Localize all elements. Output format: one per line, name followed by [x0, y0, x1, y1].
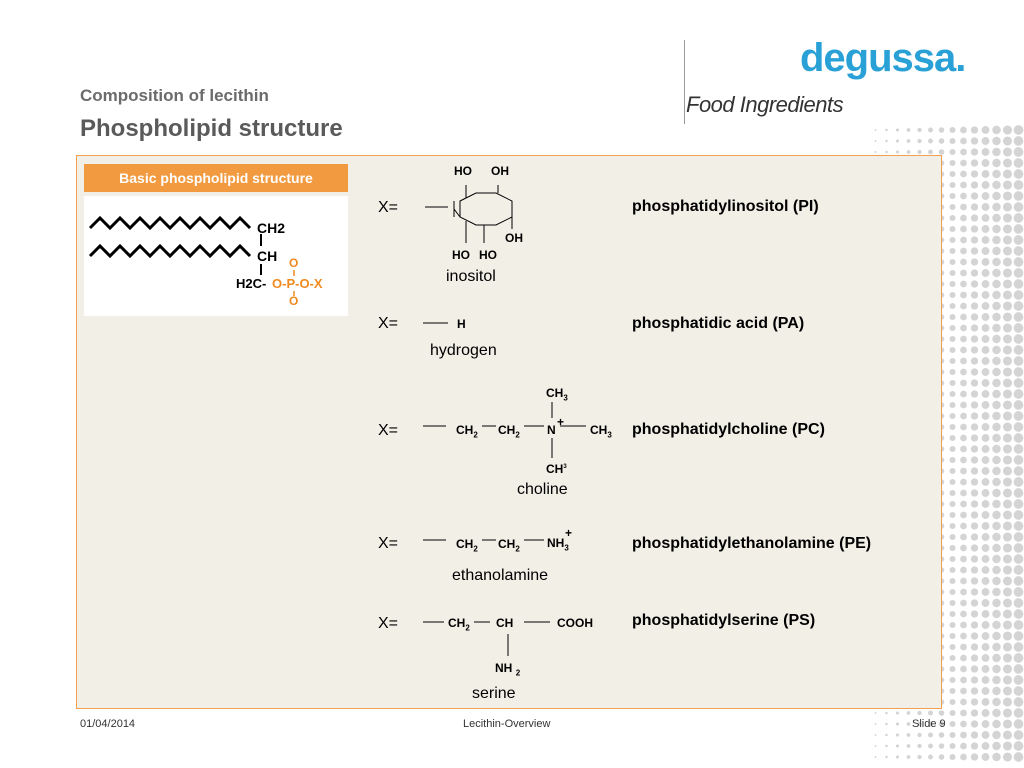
basic-opox: O-P-O-X	[272, 276, 323, 291]
phospholipid-pe: phosphatidylethanolamine (PE)	[632, 535, 872, 552]
substituent-ethanolamine: ethanolamine	[452, 567, 549, 584]
phospholipid-pc: phosphatidylcholine (PC)	[632, 421, 825, 438]
substituent-serine: serine	[472, 685, 516, 702]
inositol-structure	[425, 185, 513, 243]
choline-ch3-top: CH3	[546, 386, 568, 403]
x-label-pa: X=	[378, 315, 399, 332]
basic-ch2: CH2	[257, 220, 286, 236]
basic-h2c: H2C-	[236, 276, 267, 291]
choline-ch2-b: CH2	[498, 423, 520, 440]
phospholipid-pi: phosphatidylinositol (PI)	[632, 198, 819, 215]
inositol-ho-bottom-right: HO	[479, 248, 497, 262]
hydrogen-bond	[423, 322, 448, 324]
serine-bonds	[423, 621, 550, 656]
choline-ch2-a: CH2	[456, 423, 478, 440]
footer-slide-number: Slide 9	[912, 718, 946, 730]
ethanolamine-nh3: NH3	[547, 536, 569, 553]
serine-ch: CH	[496, 616, 514, 630]
choline-plus: +	[557, 415, 565, 429]
basic-structure-label: Basic phospholipid structure	[84, 164, 348, 192]
basic-ch: CH	[257, 248, 278, 264]
substituent-inositol: inositol	[446, 268, 496, 285]
substituent-choline: choline	[517, 481, 568, 498]
logo-area	[684, 40, 947, 124]
x-label-pi: X=	[378, 199, 399, 216]
slide-subtitle: Composition of lecithin	[80, 86, 269, 105]
serine-nh2: NH 2	[495, 661, 521, 678]
serine-cooh: COOH	[557, 616, 593, 630]
footer-date: 01/04/2014	[80, 718, 136, 730]
ethanolamine-plus: +	[565, 526, 573, 540]
basic-o-bottom: O	[289, 294, 299, 308]
choline-n: N	[547, 423, 556, 437]
inositol-ho-bottom-left: HO	[452, 248, 470, 262]
inositol-oh-right: OH	[505, 231, 523, 245]
choline-bonds	[423, 402, 586, 458]
fatty-acid-chain-2	[88, 243, 252, 259]
basic-structure-diagram	[88, 215, 295, 296]
fatty-acid-chain-1	[88, 215, 252, 231]
phospholipid-pa: phosphatidic acid (PA)	[632, 315, 805, 332]
ethanolamine-ch2-b: CH2	[498, 537, 520, 554]
footer-title: Lecithin-Overview	[463, 718, 551, 730]
logo-division: Food Ingredients	[686, 92, 844, 117]
serine-ch2: CH2	[448, 616, 470, 633]
x-label-ps: X=	[378, 615, 399, 632]
hydrogen-h: H	[457, 317, 466, 331]
substituent-hydrogen: hydrogen	[430, 342, 497, 359]
x-label-pe: X=	[378, 535, 399, 552]
choline-ch3-right: CH3	[590, 423, 612, 440]
x-label-pc: X=	[378, 422, 399, 439]
phospholipid-ps: phosphatidylserine (PS)	[632, 612, 816, 629]
slide-title: Phospholipid structure	[80, 115, 343, 142]
ethanolamine-bonds	[423, 539, 544, 541]
inositol-ho-top: HO	[454, 164, 472, 178]
basic-o-top: O	[289, 256, 299, 270]
logo-brand: degussa.	[800, 36, 966, 80]
ethanolamine-ch2-a: CH2	[456, 537, 478, 554]
choline-ch3-bottom: CH3	[546, 462, 567, 476]
inositol-oh-top: OH	[491, 164, 509, 178]
